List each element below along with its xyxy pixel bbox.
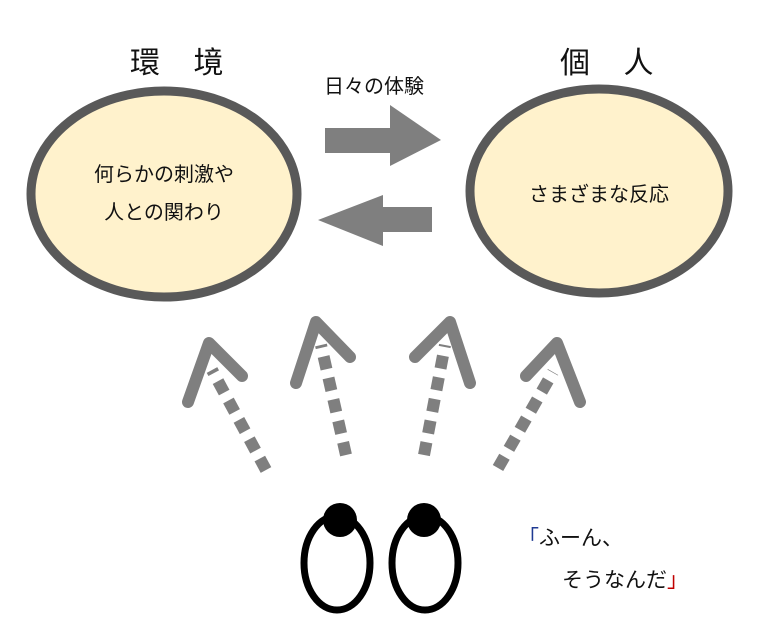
speech-line-1: 「ふーん、 — [518, 522, 623, 552]
open-bracket: 「 — [518, 526, 539, 550]
environment-title: 環 境 — [130, 46, 236, 81]
dotted-arrow-2 — [290, 316, 356, 457]
speech-text-2: そうなんだ — [562, 568, 667, 592]
close-bracket: 」 — [667, 568, 688, 592]
environment-line-1: 何らかの刺激や — [94, 162, 234, 186]
individual-content: さまざまな反応 — [529, 182, 669, 206]
individual-title: 個 人 — [560, 46, 666, 81]
environment-content: 何らかの刺激や 人との関わり — [64, 155, 264, 231]
eyes-icon — [300, 503, 462, 614]
dotted-arrow-1 — [182, 337, 272, 473]
environment-ellipse — [26, 86, 302, 302]
right-arrow — [325, 105, 441, 166]
individual-ellipse — [465, 84, 733, 298]
speech-text-1: ふーん、 — [539, 526, 623, 550]
environment-line-2: 人との関わり — [104, 200, 224, 224]
dotted-arrow-4 — [492, 337, 586, 471]
dotted-arrow-3 — [409, 316, 476, 457]
left-arrow — [318, 195, 432, 246]
speech-line-2: そうなんだ」 — [562, 564, 688, 594]
experience-label: 日々の体験 — [324, 74, 424, 98]
